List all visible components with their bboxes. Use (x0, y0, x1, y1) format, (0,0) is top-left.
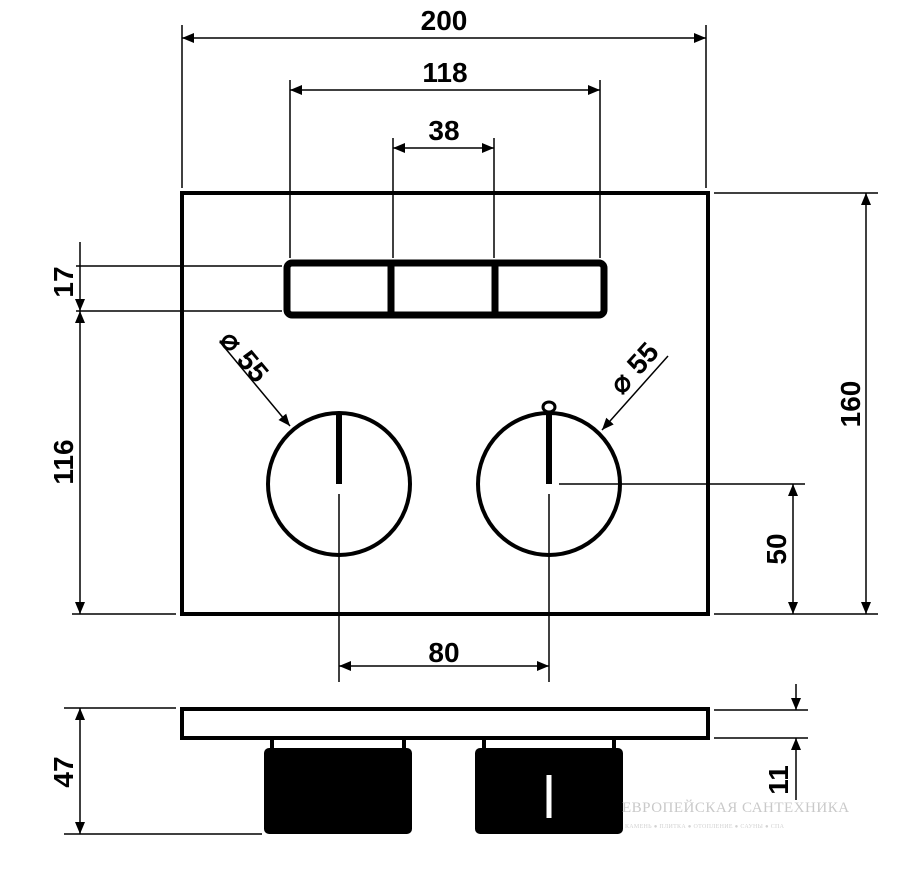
left-diameter-leader (219, 341, 291, 427)
right-knob-tip (541, 400, 557, 414)
watermark-title: ЕВРОПЕЙСКАЯ САНТЕХНИКА (622, 799, 850, 816)
right-diameter-annotation: ⌀ 55 (603, 336, 664, 399)
front-view (180, 191, 710, 616)
watermark-subtitle: КАМЕНЬ ● ПЛИТКА ● ОТОПЛЕНИЕ ● САУНЫ ● СП… (625, 824, 785, 830)
cover-plate (180, 191, 710, 616)
left-diameter-annotation: ⌀ 55 (214, 325, 274, 389)
left-diameter-value: 55 (231, 344, 275, 388)
left-knob-body (264, 748, 412, 834)
dim-116-label: 116 (48, 439, 79, 484)
right-diameter-leader (601, 355, 669, 431)
button-block (283, 259, 608, 319)
dim-160-label: 160 (835, 381, 866, 428)
dim-17-label: 17 (48, 266, 79, 297)
dim-47-label: 47 (48, 756, 79, 787)
right-diameter-value: 55 (621, 336, 665, 380)
dimension-lines (64, 25, 878, 835)
dim-80-label: 80 (428, 637, 459, 668)
side-plate (180, 707, 710, 740)
dim-200-label: 200 (421, 5, 468, 36)
dim-38-label: 38 (428, 115, 459, 146)
dim-11-label: 11 (763, 765, 794, 795)
dim-50-label: 50 (761, 533, 792, 564)
dim-118-label: 118 (422, 57, 467, 88)
side-view (180, 707, 710, 834)
